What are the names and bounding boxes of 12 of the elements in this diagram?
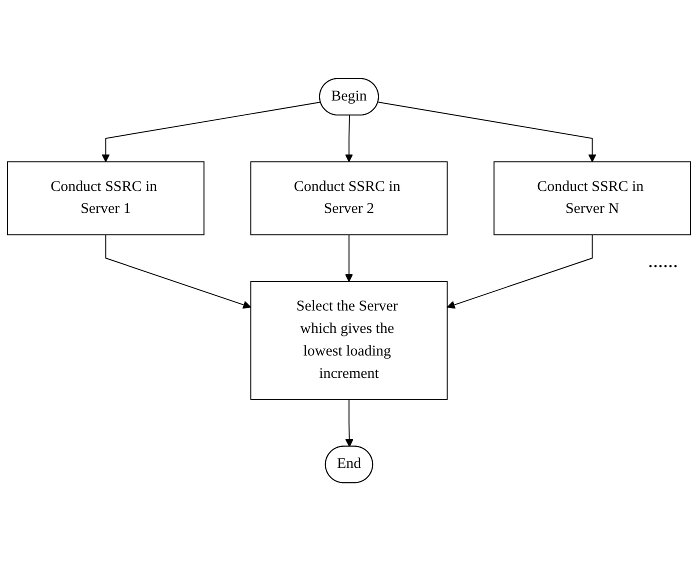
arrow: [102, 102, 322, 162]
arrow: [105, 234, 252, 309]
ellipsis-note: ......: [648, 250, 678, 273]
node-box: Conduct SSRC in Server N: [494, 161, 691, 236]
arrow: [446, 234, 593, 309]
arrow: [345, 398, 354, 447]
arrow: [378, 102, 596, 162]
node-box: Conduct SSRC in Server 2: [250, 161, 448, 236]
node-box: Conduct SSRC in Server 1: [7, 161, 204, 236]
arrow: [344, 234, 354, 282]
node-box: Select the Server which gives the lowest loading increment: [250, 280, 448, 400]
arrow: [344, 114, 354, 162]
